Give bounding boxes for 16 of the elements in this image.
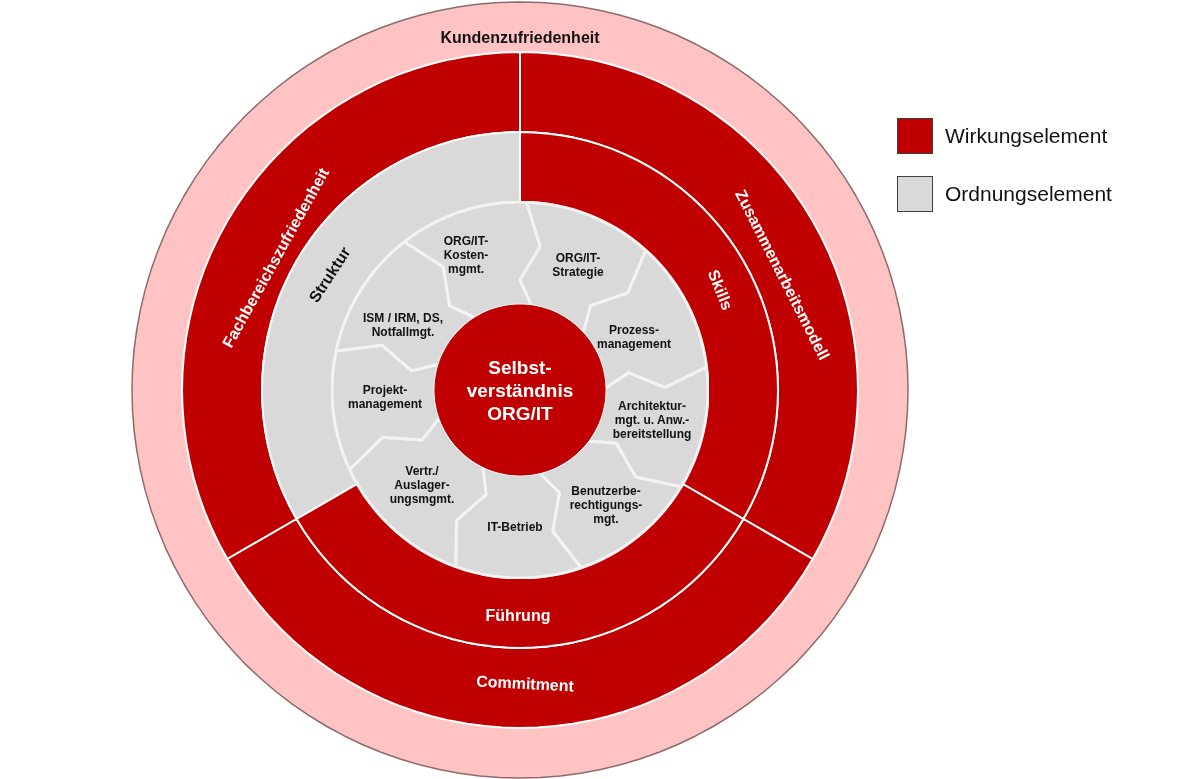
segment-label: IT-Betrieb bbox=[486, 520, 544, 534]
center-label: Selbst- verständnis ORG/IT bbox=[465, 355, 575, 425]
legend-label: Ordnungselement bbox=[945, 181, 1112, 208]
ring-label: Skills bbox=[703, 267, 737, 313]
ring-label: Kundenzufriedenheit bbox=[440, 28, 600, 48]
segment-label: Vertr./ Auslager- ungsmgmt. bbox=[388, 464, 456, 506]
segment-label: Projekt- management bbox=[347, 383, 423, 411]
ring-label: Commitment bbox=[475, 671, 575, 697]
segment-label: ORG/IT- Strategie bbox=[551, 251, 605, 279]
legend-label: Wirkungselement bbox=[945, 123, 1108, 150]
segment-label: ORG/IT- Kosten- mgmt. bbox=[442, 234, 490, 276]
segment-label: Architektur- mgt. u. Anw.- bereitstellung bbox=[611, 399, 693, 441]
segment-label: ISM / IRM, DS, Notfallmgt. bbox=[362, 311, 444, 339]
segment-label: Benutzerbe- rechtigungs- mgt. bbox=[568, 484, 644, 526]
segment-label: Prozess- management bbox=[596, 323, 672, 351]
ring-label: Führung bbox=[485, 606, 551, 626]
